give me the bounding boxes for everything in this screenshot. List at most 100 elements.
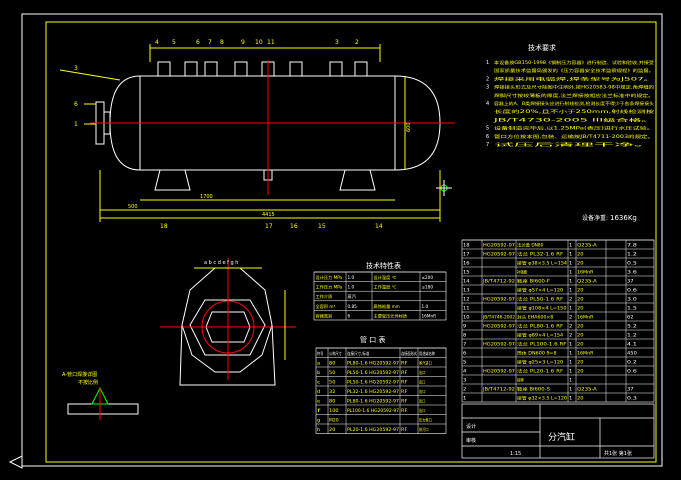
parts-cell: 筒体 DN600 δ=8	[517, 350, 557, 357]
parts-cell: 0.3	[627, 396, 637, 401]
tech-req-number: 1	[486, 60, 489, 66]
title-block-name: 分汽缸	[548, 431, 575, 443]
parts-cell: 1	[569, 306, 573, 311]
tech-req-line: 长度的20%,且不小于250mm,射线检测按	[494, 108, 654, 115]
weight-label: 设备净重:	[582, 214, 608, 222]
nozzle-header: 连接面形式	[401, 350, 417, 356]
parts-cell: 0.5	[627, 261, 637, 266]
parts-cell: 0.6	[627, 288, 637, 293]
tech-req-number: 2	[486, 76, 489, 82]
tech-char-title: 技术特性表	[366, 261, 401, 270]
parts-cell: 1.2	[627, 333, 637, 338]
parts-cell: Q235-A	[577, 243, 597, 248]
nozzle-cell: 出口	[419, 407, 425, 413]
dim-600: 600	[406, 122, 412, 132]
parts-cell: 1	[569, 342, 573, 347]
tech-char-cell: 蒸汽	[348, 293, 357, 300]
parts-cell: HG20592-97	[483, 324, 515, 329]
tech-char-cell: 容器类别	[316, 312, 333, 319]
parts-cell: HG20592-97	[483, 252, 515, 257]
svg-text:17: 17	[265, 223, 273, 230]
parts-cell: 0.2	[627, 360, 637, 365]
tech-char-cell: 主要受压元件材质	[374, 312, 408, 319]
parts-cell: 20	[577, 360, 584, 365]
parts-cell: 20	[577, 297, 584, 302]
ucs-icon	[8, 455, 23, 469]
tech-req-number: 5	[486, 126, 489, 132]
nozzle-cell: 出口	[419, 398, 425, 404]
parts-cell: 450	[627, 351, 637, 356]
parts-cell: 8	[463, 333, 467, 338]
parts-cell: 6	[463, 351, 467, 356]
parts-cell: 20	[577, 252, 584, 257]
parts-cell: 法兰 PL80-1.6 RF	[517, 323, 564, 330]
nozzle-cell: PL50-1.6 HG20592-97	[347, 370, 400, 375]
parts-cell: 1.5	[627, 306, 637, 311]
parts-cell: 法兰 PL20-1.6 RF	[517, 368, 564, 375]
parts-cell: 4.1	[627, 342, 637, 347]
nozzle-header: 连接尺寸,标准	[347, 350, 369, 356]
weight-value: 1636Kg	[610, 214, 637, 222]
nozzle-cell: RF	[401, 370, 408, 375]
nozzle-cell: 出口	[419, 369, 425, 375]
nozzle-cell: g	[317, 418, 321, 423]
drawing-inner-frame	[45, 21, 657, 463]
svg-text:4: 4	[155, 39, 159, 46]
nozzle-cell: RF	[401, 380, 408, 385]
parts-cell: 鞍座 BI600-S	[517, 386, 550, 393]
nozzle-cell: PL80-1.6 HG20592-97	[347, 361, 400, 366]
parts-cell: 法兰 PL32-1.6 RF	[517, 251, 564, 258]
parts-cell: 20	[577, 324, 584, 329]
nozzle-cell: d	[317, 389, 321, 394]
nozzle-cell: RF	[401, 361, 408, 366]
tech-req-line: 设备制造完毕后,以1.25MPa(表压)进行水压试验。	[494, 125, 654, 132]
parts-cell: 1	[569, 252, 573, 257]
nozzle-cell: RF	[401, 408, 408, 413]
detail-a: A-管口焊接详图 不按比例	[62, 371, 139, 420]
parts-cell: JB/T4712-92	[482, 387, 516, 392]
nozzle-cell: PL20-1.6 HG20592-97	[347, 427, 400, 432]
parts-cell: 铭牌	[517, 377, 524, 384]
parts-cell: 1	[569, 396, 573, 401]
vessel-end-view	[160, 258, 296, 386]
nozzle-cell: f	[317, 408, 322, 413]
svg-text:2: 2	[355, 39, 359, 46]
nozzle-cell: 压力表口	[419, 417, 432, 423]
dim-total: 4415	[262, 212, 275, 218]
dim-500: 500	[128, 204, 138, 210]
parts-cell: 20	[577, 396, 584, 401]
nozzle-cell: a	[317, 361, 321, 366]
parts-cell: 14	[463, 279, 470, 284]
parts-cell: 2	[569, 333, 573, 338]
parts-cell: 13	[463, 288, 470, 293]
parts-cell: 3	[463, 378, 467, 383]
parts-cell: 1.2	[627, 252, 637, 257]
nozzle-cell: 蒸汽进口	[419, 360, 432, 366]
parts-cell: 1	[569, 243, 573, 248]
svg-text:6: 6	[196, 39, 200, 46]
tech-req-line: 管口方位按本图,包装、运输按JB/T4711-2003的规定。	[494, 133, 654, 140]
parts-cell: JB/T4746-2002	[482, 315, 515, 320]
drawing-outer-frame	[21, 13, 663, 467]
nozzle-cell: 100	[329, 408, 339, 413]
nozzle-header: 符号	[317, 350, 323, 356]
parts-cell: 2	[569, 315, 573, 320]
svg-text:16: 16	[290, 223, 298, 230]
detail-a-title: A-管口焊接详图	[62, 371, 97, 378]
parts-cell: 20	[577, 306, 584, 311]
parts-cell: 20	[577, 333, 584, 338]
svg-text:1: 1	[74, 121, 78, 128]
parts-cell: 4	[463, 369, 467, 374]
tech-char-cell: 0.85	[348, 304, 358, 309]
nozzle-cell: 50	[329, 380, 336, 385]
parts-cell: 鞍座 BI600-F	[517, 278, 551, 285]
parts-cell: 接管 φ32×3.5 L=120	[517, 395, 567, 402]
end-view-nozzle-letters: a b c d e f g h	[204, 260, 238, 266]
parts-cell: 0.6	[627, 369, 637, 374]
parts-cell: 接管 φ57×4 L=120	[517, 287, 564, 294]
parts-cell: 20	[577, 369, 584, 374]
